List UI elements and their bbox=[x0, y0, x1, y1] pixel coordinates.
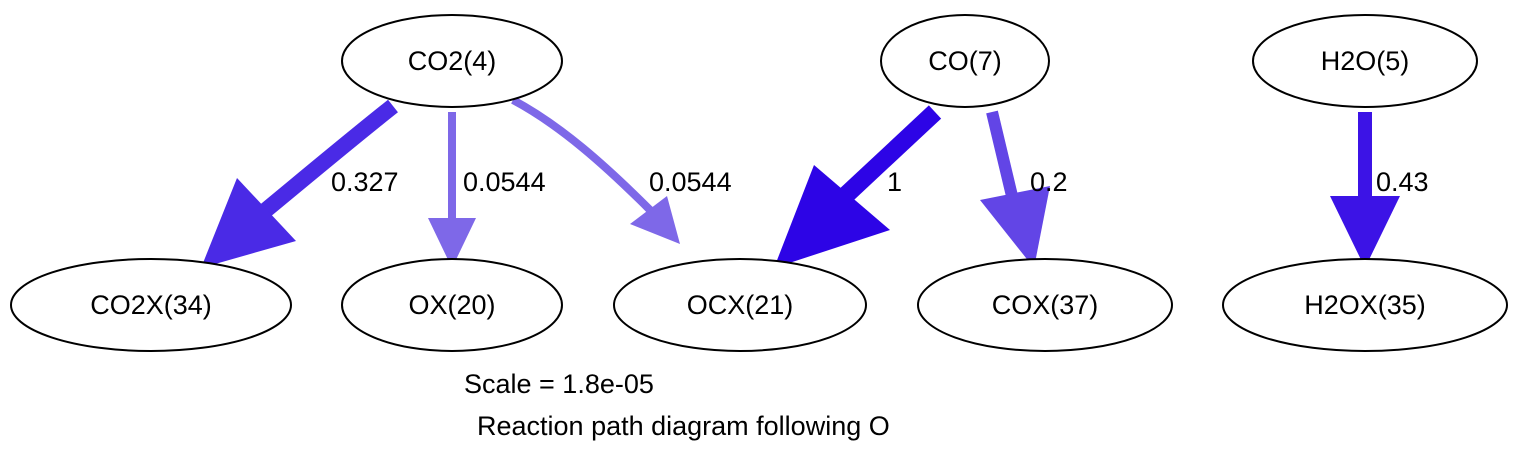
node-ocx-label: OCX(21) bbox=[687, 290, 794, 320]
edge-labels: 0.327 0.0544 0.0544 1 0.2 0.43 bbox=[331, 167, 1429, 197]
edge-label-h2o-h2ox: 0.43 bbox=[1376, 167, 1429, 197]
node-co2-label: CO2(4) bbox=[408, 46, 497, 76]
edge-label-co-cox: 0.2 bbox=[1030, 167, 1068, 197]
node-cox: COX(37) bbox=[917, 258, 1173, 352]
node-h2ox: H2OX(35) bbox=[1222, 258, 1508, 352]
node-h2ox-label: H2OX(35) bbox=[1304, 290, 1426, 320]
edge-co2-to-ocx bbox=[511, 96, 680, 244]
edge-co2-to-co2x bbox=[201, 99, 398, 268]
edge-co-to-cox bbox=[980, 110, 1050, 268]
node-ox: OX(20) bbox=[341, 258, 563, 352]
diagram-caption: Reaction path diagram following O bbox=[477, 411, 890, 441]
edge-label-co2-co2x: 0.327 bbox=[331, 167, 399, 197]
node-h2o-label: H2O(5) bbox=[1321, 46, 1410, 76]
node-co-label: CO(7) bbox=[928, 46, 1002, 76]
node-cox-label: COX(37) bbox=[992, 290, 1099, 320]
edge-label-co-ocx: 1 bbox=[887, 167, 902, 197]
node-co: CO(7) bbox=[880, 14, 1050, 108]
edge-co2-to-ox bbox=[428, 112, 476, 268]
edge-co-to-ocx bbox=[774, 105, 942, 268]
node-ocx: OCX(21) bbox=[613, 258, 867, 352]
node-co2: CO2(4) bbox=[341, 14, 563, 108]
node-ox-label: OX(20) bbox=[408, 290, 495, 320]
edge-label-co2-ocx: 0.0544 bbox=[649, 167, 732, 197]
edges bbox=[201, 96, 1400, 268]
node-co2x: CO2X(34) bbox=[10, 258, 292, 352]
node-co2x-label: CO2X(34) bbox=[90, 290, 212, 320]
edge-h2o-to-h2ox bbox=[1330, 112, 1400, 268]
node-h2o: H2O(5) bbox=[1252, 14, 1478, 108]
edge-label-co2-ox: 0.0544 bbox=[463, 167, 546, 197]
scale-text: Scale = 1.8e-05 bbox=[464, 369, 654, 399]
